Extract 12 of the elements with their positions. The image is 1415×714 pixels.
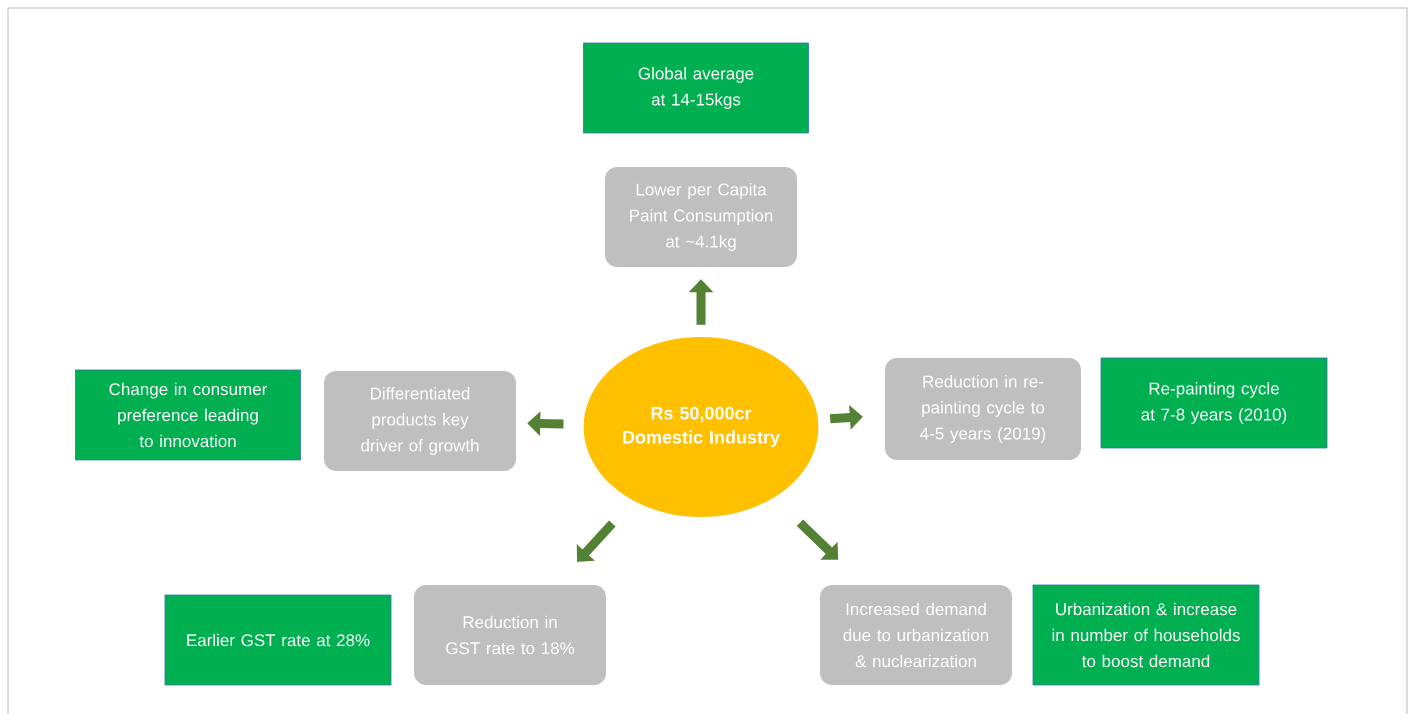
info-box: Re-painting cycle at 7-8 years (2010) [1100,357,1328,449]
info-box: Urbanization & increase in number of households to boost demand [1032,584,1260,686]
factor-box: Reduction in GST rate to 18% [414,585,606,685]
info-box: Global average at 14-15kgs [583,42,809,134]
factor-box: Differentiated products key driver of growth [324,371,516,471]
factor-box: Increased demand due to urbanization & nuclearization [820,585,1012,685]
block-arrow [576,520,616,562]
factor-box: Reduction in re-painting cycle to 4-5 years (2019) [885,358,1081,460]
block-arrow [796,519,839,560]
info-box: Earlier GST rate at 28% [164,594,392,686]
factor-box: Lower per Capita Paint Consumption at ~4.1kg [605,167,797,267]
info-box: Change in consumer preference leading to innovation [75,369,301,461]
